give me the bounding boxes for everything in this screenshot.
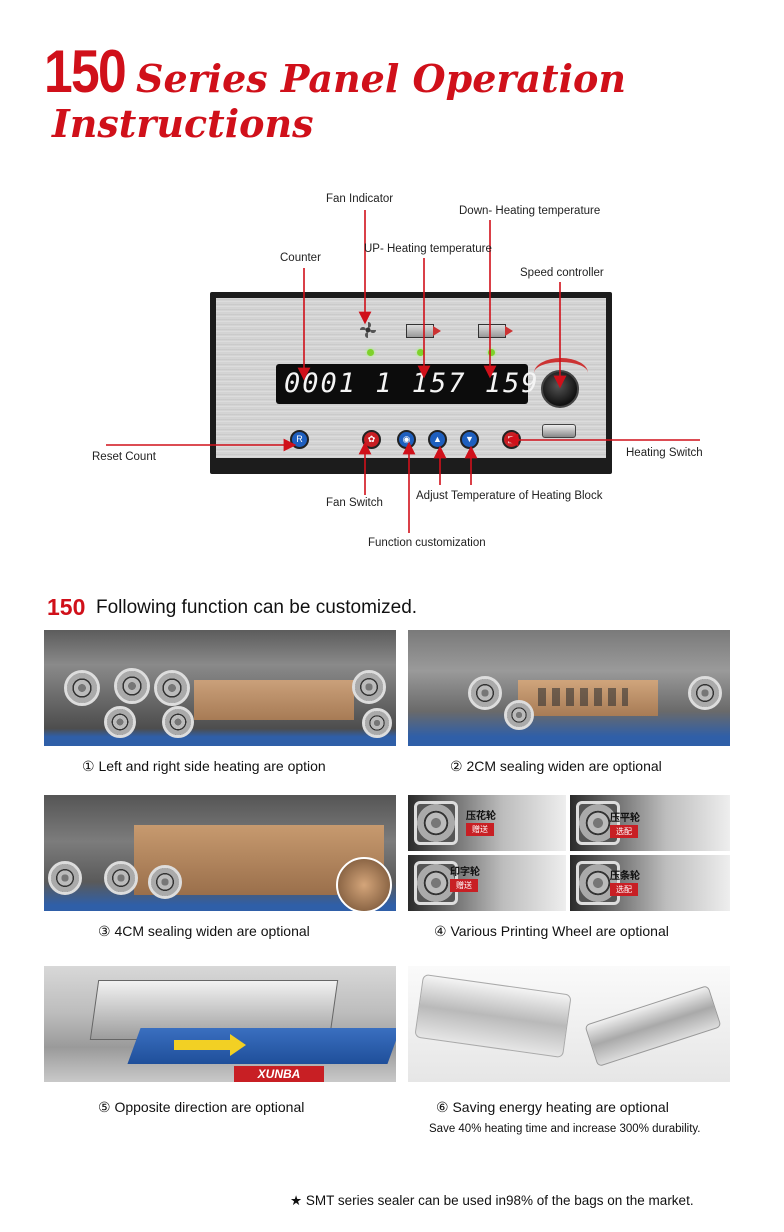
fan-icon xyxy=(358,320,378,340)
direction-arrow-head-icon xyxy=(230,1034,246,1056)
roller-icon xyxy=(162,706,194,738)
label-down-heating: Down- Heating temperature xyxy=(459,205,601,217)
roller-icon xyxy=(362,708,392,738)
wheel-tile-tag: 赠送 xyxy=(466,823,494,836)
caption-4: ④ Various Printing Wheel are optional xyxy=(434,923,669,939)
heating-block-right xyxy=(584,984,722,1068)
caption-5: ⑤ Opposite direction are optional xyxy=(98,1099,305,1115)
label-function-customization: Function customization xyxy=(368,537,486,549)
label-counter: Counter xyxy=(280,252,321,264)
roller-icon xyxy=(504,700,534,730)
wheel-tile: 压条轮 选配 xyxy=(570,855,730,911)
roller-icon xyxy=(352,670,386,704)
wheel-tile-label: 压平轮 xyxy=(610,813,640,824)
up-heating-icon xyxy=(406,324,441,338)
down-heating-icon xyxy=(478,324,513,338)
heating-block-left xyxy=(414,973,572,1059)
photo-2cm-widen xyxy=(408,630,730,746)
wheel-tile-label: 压花轮 xyxy=(466,811,496,822)
roller-icon xyxy=(114,668,150,704)
embossing-wheel-icon xyxy=(414,801,458,845)
roller-icon xyxy=(468,676,502,710)
caption-2: ② 2CM sealing widen are optional xyxy=(450,758,662,774)
wheel-tile-tag: 选配 xyxy=(610,883,638,896)
section-number: 150 xyxy=(47,594,86,620)
roller-icon xyxy=(104,706,136,738)
label-reset-count: Reset Count xyxy=(92,451,156,463)
roller-icon xyxy=(148,865,182,899)
wheel-tile: 印字轮 赠送 xyxy=(408,855,566,911)
annotation-arrows xyxy=(106,210,700,533)
wheel-tile-tag: 选配 xyxy=(610,825,638,838)
conveyor-belt xyxy=(127,1028,396,1064)
wheel-tile-tag: 赠送 xyxy=(450,879,478,892)
speed-scale xyxy=(534,358,588,388)
roller-icon xyxy=(104,861,138,895)
fan-indicator-led xyxy=(367,349,374,356)
roller-icon xyxy=(154,670,190,706)
wheel-tile: 压平轮 选配 xyxy=(570,795,730,851)
section-heading: Following function can be customized. xyxy=(96,597,418,618)
roller-icon xyxy=(64,670,100,706)
control-panel: 0001 1 157 159 R ✿ ◉ ▲ ▼ ▤ xyxy=(210,292,612,474)
roller-icon xyxy=(688,676,722,710)
photo-saving-energy xyxy=(408,966,730,1082)
photo-4cm-widen xyxy=(44,795,396,911)
temperature-down-button[interactable]: ▼ xyxy=(460,430,479,449)
heating-block xyxy=(194,680,354,720)
header-number: 150 xyxy=(44,38,127,105)
down-heating-led xyxy=(488,349,495,356)
caption-6-sub: Save 40% heating time and increase 300% … xyxy=(429,1123,701,1135)
photo-side-heating xyxy=(44,630,396,746)
caption-1: ① Left and right side heating are option xyxy=(82,758,326,774)
inset-closeup xyxy=(336,857,392,911)
label-speed-controller: Speed controller xyxy=(520,267,604,279)
photo-printing-wheels: 压花轮 赠送 压平轮 选配 印字轮 赠送 压条轮 选配 xyxy=(408,795,730,911)
wheel-tile-label: 印字轮 xyxy=(450,867,480,878)
header-title-line2: Instructions xyxy=(52,101,314,146)
wheel-tile: 压花轮 赠送 xyxy=(408,795,566,851)
label-adjust-temperature: Adjust Temperature of Heating Block xyxy=(416,490,603,502)
photo-opposite-direction: XUNBA xyxy=(44,966,396,1082)
caption-6: ⑥ Saving energy heating are optional xyxy=(436,1099,669,1115)
motor-icon xyxy=(542,424,576,438)
roller-icon xyxy=(48,861,82,895)
vent-holes xyxy=(538,688,628,706)
brand-logo: XUNBA xyxy=(234,1066,324,1082)
up-heating-led xyxy=(417,349,424,356)
label-up-heating: UP- Heating temperature xyxy=(364,243,492,255)
footer-note: ★ SMT series sealer can be used in98% of… xyxy=(290,1193,694,1208)
label-fan-switch: Fan Switch xyxy=(326,497,383,509)
direction-arrow-icon xyxy=(174,1040,234,1050)
caption-3: ③ 4CM sealing widen are optional xyxy=(98,923,310,939)
wheel-tile-label: 压条轮 xyxy=(610,871,640,882)
counter-temperature-display: 0001 1 157 159 xyxy=(276,364,538,404)
panel-face: 0001 1 157 159 R ✿ ◉ ▲ ▼ ▤ xyxy=(216,298,606,458)
header-title-line1: Series Panel Operation xyxy=(136,56,626,101)
label-heating-switch: Heating Switch xyxy=(626,447,703,459)
label-fan-indicator: Fan Indicator xyxy=(326,193,394,205)
